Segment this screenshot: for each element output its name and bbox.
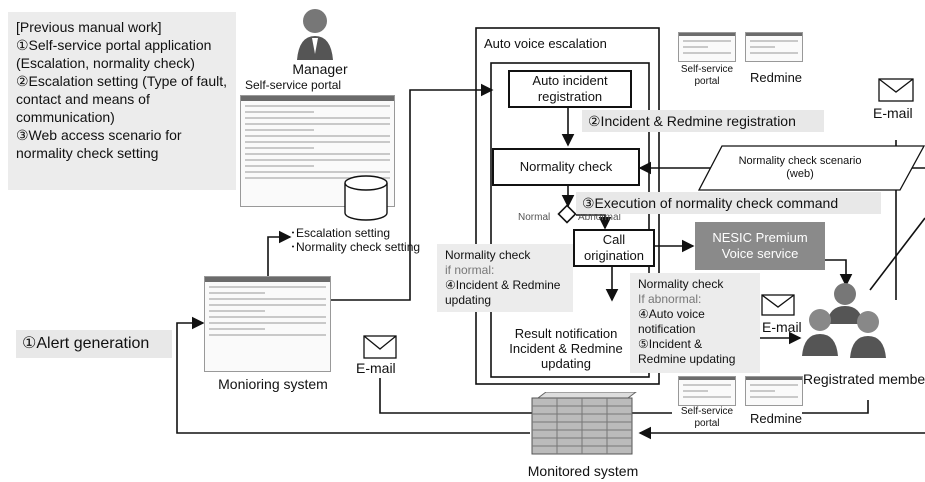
abnormal-callout-item4: ④Auto voice notification — [638, 307, 705, 336]
manual-work-item-3: ③Web access scenario for normality check… — [16, 127, 182, 161]
manual-work-title: [Previous manual work] — [16, 19, 162, 35]
abnormal-label: Abnormal — [578, 212, 621, 223]
database-icon — [344, 175, 388, 221]
members-label: Registrated membe — [803, 371, 925, 387]
monitored-label: Monitored system — [527, 463, 639, 479]
email-right-label: E-mail — [762, 319, 802, 335]
normal-callout-title: Normality check — [445, 248, 531, 262]
portal-thumb-bottom — [678, 376, 736, 406]
monitoring-screenshot — [204, 276, 331, 372]
normality-check-box: Normality check — [492, 148, 640, 186]
alert-generation-label: ①Alert generation — [16, 330, 172, 358]
redmine-thumb-bottom — [745, 376, 803, 406]
email-top-right-icon — [878, 78, 914, 102]
arrow-diamond-call — [576, 214, 612, 230]
redmine-thumb-top-label: Redmine — [750, 70, 803, 85]
manual-work-item-1: ①Self-service portal application (Escala… — [16, 37, 212, 71]
line-right-members — [869, 217, 925, 291]
manager-label: Manager — [292, 61, 348, 77]
normal-label: Normal — [518, 212, 551, 223]
members-group-icon — [802, 283, 886, 358]
email-right-icon — [761, 294, 795, 316]
email-top-right-label: E-mail — [873, 105, 913, 121]
abnormal-callout: Normality check If abnormal: ④Auto voice… — [630, 273, 760, 373]
abnormal-callout-item5: ⑤Incident & Redmine updating — [638, 337, 736, 366]
scenario-shape — [698, 145, 925, 191]
manual-work-item-2: ②Escalation setting (Type of fault, cont… — [16, 73, 227, 125]
server-rack-icon — [531, 392, 637, 455]
arrow-monitoring-escalation — [330, 83, 494, 301]
portal-label: Self-service portal — [245, 78, 342, 92]
abnormal-callout-title: Normality check — [638, 277, 724, 291]
escalation-title: Auto voice escalation — [484, 36, 607, 51]
portal-thumb-top-label: Self-service portal — [680, 64, 734, 87]
step2-label: ②Incident & Redmine registration — [582, 110, 824, 132]
auto-incident-box: Auto incident registration — [508, 70, 632, 108]
call-origination-box: Call origination — [573, 229, 655, 267]
manager-person-icon — [297, 9, 333, 60]
nesic-voice-box: NESIC Premium Voice service — [695, 222, 825, 270]
escalation-setting-label: ･Escalation setting — [290, 226, 391, 240]
email-left-label: E-mail — [356, 360, 396, 376]
normality-setting-label: ･Normality check setting — [290, 240, 421, 254]
normal-callout-item: ④Incident & Redmine updating — [445, 278, 561, 307]
escalation-frame-inner — [490, 62, 650, 378]
step3-label: ③Execution of normality check command — [576, 192, 881, 214]
portal-thumb-bottom-label: Self-service portal — [672, 406, 742, 430]
scenario-label: Normality check scenario (web) — [738, 155, 862, 180]
portal-thumb-top — [678, 32, 736, 62]
result-notification-text: Result notification Incident & Redmine u… — [509, 326, 623, 371]
redmine-thumb-top — [745, 32, 803, 62]
email-left-icon — [363, 335, 397, 359]
arrow-monitoring-settings — [267, 230, 292, 278]
settings-labels: ･Escalation setting ･Normality check set… — [290, 226, 420, 254]
decision-diamond — [557, 204, 577, 224]
abnormal-callout-sub: If abnormal: — [638, 292, 702, 306]
redmine-thumb-bottom-label: Redmine — [750, 411, 803, 426]
arrow-nesic-members — [825, 259, 853, 287]
normal-callout: Normality check if normal: ④Incident & R… — [437, 244, 573, 312]
monitoring-label: Monioring system — [218, 376, 328, 392]
arrow-monitored-monitoring — [176, 316, 530, 434]
manual-work-panel: [Previous manual work] ①Self-service por… — [8, 12, 236, 190]
normal-callout-sub: if normal: — [445, 263, 495, 277]
